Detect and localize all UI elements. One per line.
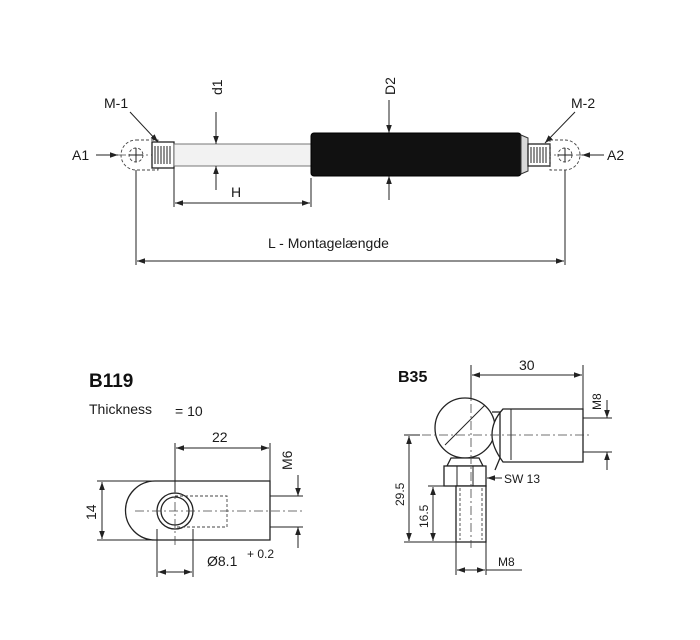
b35-dim-total-height: 29.5 bbox=[393, 482, 407, 506]
b35-dim-stud-height: 16.5 bbox=[417, 504, 431, 528]
b35-ball-hatch bbox=[444, 404, 486, 446]
m2-leader bbox=[544, 111, 576, 144]
b35-dim-wrench: SW 13 bbox=[504, 472, 540, 486]
b119-dim-thread: M6 bbox=[279, 450, 295, 470]
m1-leader bbox=[129, 111, 159, 143]
b35-hex bbox=[443, 465, 487, 487]
b35-dim-thread-side: M8 bbox=[590, 393, 604, 410]
right-eye-fitting bbox=[549, 139, 581, 171]
b35-clip-edge bbox=[507, 408, 512, 460]
b119-thickness-value: = 10 bbox=[175, 403, 203, 419]
label-length: L - Montagelængde bbox=[268, 235, 389, 251]
b35-title: B35 bbox=[398, 369, 427, 386]
label-d1: d1 bbox=[209, 79, 225, 95]
b35-dim-length: 30 bbox=[519, 357, 535, 373]
b119-thread-hidden bbox=[175, 495, 228, 528]
cylinder-body bbox=[310, 132, 522, 177]
m1-threaded-hub bbox=[151, 141, 175, 169]
b119-dim-height: 14 bbox=[83, 504, 99, 520]
label-a2: A2 bbox=[607, 147, 624, 163]
label-m2: M-2 bbox=[571, 95, 595, 111]
label-a1: A1 bbox=[72, 147, 89, 163]
b119-dim-width: 22 bbox=[212, 429, 228, 445]
label-d2: D2 bbox=[382, 77, 398, 95]
b119-dim-hole-tol: + 0.2 bbox=[247, 547, 274, 561]
b119-thickness-label: Thickness bbox=[89, 401, 152, 417]
label-h: H bbox=[231, 184, 241, 200]
m2-threaded-hub bbox=[527, 143, 551, 167]
b35-neck bbox=[445, 457, 485, 467]
piston-rod bbox=[173, 143, 312, 167]
b35-ball bbox=[434, 397, 496, 459]
b119-body bbox=[124, 480, 271, 541]
b119-dim-hole: Ø8.1 bbox=[207, 553, 238, 569]
b119-title: B119 bbox=[89, 371, 133, 392]
b119-detail: B119 Thickness = 10 22 M6 14 Ø8.1 bbox=[83, 371, 305, 577]
left-eye-fitting bbox=[120, 139, 159, 171]
b35-socket-sleeve bbox=[491, 408, 584, 463]
label-m1: M-1 bbox=[104, 95, 128, 111]
b35-detail: B35 30 M8 SW 13 bbox=[393, 357, 612, 575]
b35-dim-thread-bottom: M8 bbox=[498, 555, 515, 569]
b35-retaining-clip bbox=[492, 411, 501, 471]
cylinder-end-cap bbox=[520, 134, 529, 175]
gas-spring-main-view: A1 A2 M-1 M-2 d1 D2 H L - Montagelængde bbox=[72, 77, 624, 265]
